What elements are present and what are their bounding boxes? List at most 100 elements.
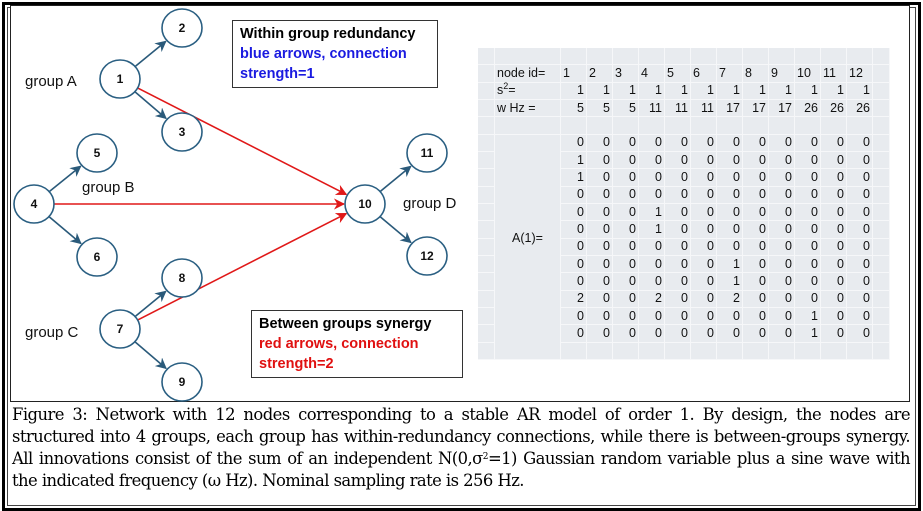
matrix-cell: 0 (638, 186, 665, 204)
matrix-cell: 0 (742, 290, 769, 308)
blank-cell (638, 116, 665, 135)
s2-cell: 1 (586, 82, 613, 100)
matrix-cell: 0 (586, 324, 613, 343)
matrix-cell: 0 (560, 186, 587, 204)
node-circle (76, 237, 118, 277)
matrix-cell: 0 (690, 134, 717, 152)
matrix-cell: 0 (690, 220, 717, 239)
matrix-cell: 0 (690, 324, 717, 343)
node-id-cell: 1 (560, 64, 587, 83)
tail-cell (872, 116, 890, 135)
gutter-cell (478, 255, 495, 274)
node-8: 8 (161, 258, 203, 298)
s2-label: s2= (494, 82, 561, 100)
gutter-cell (478, 324, 495, 343)
gutter-cell (478, 116, 495, 135)
matrix-cell: 0 (768, 186, 795, 204)
matrix-cell: 0 (716, 307, 743, 326)
w-hz-cell: 17 (716, 99, 743, 118)
matrix-cell: 0 (690, 151, 717, 170)
blank-cell (690, 48, 717, 66)
legend-within-line1: blue arrows, connection (240, 46, 407, 62)
gutter-cell (478, 64, 495, 83)
tail-cell (872, 324, 890, 343)
node-id-label: node id= (494, 64, 561, 83)
node-3: 3 (161, 112, 203, 152)
matrix-cell: 1 (716, 255, 743, 274)
matrix-cell: 0 (768, 307, 795, 326)
node-label: 3 (179, 125, 186, 139)
s2-cell: 1 (560, 82, 587, 100)
figure-caption: Figure 3: Network with 12 nodes correspo… (12, 404, 911, 492)
w-hz-cell: 11 (664, 99, 691, 118)
node-7: 7 (99, 309, 141, 349)
matrix-cell: 0 (820, 324, 847, 343)
matrix-cell: 0 (846, 151, 873, 170)
w-hz-cell: 26 (820, 99, 847, 118)
within-edge-1-2 (134, 40, 167, 67)
matrix-cell: 0 (664, 290, 691, 308)
matrix-cell: 1 (794, 324, 821, 343)
blank-cell (742, 342, 769, 361)
matrix-cell: 2 (638, 290, 665, 308)
matrix-cell: 0 (768, 151, 795, 170)
gutter-cell (478, 82, 495, 100)
s2-cell: 1 (846, 82, 873, 100)
legend-within-title: Within group redundancy (240, 26, 416, 42)
group-label-b: group B (82, 179, 135, 196)
matrix-cell: 0 (612, 324, 639, 343)
blank-cell (690, 342, 717, 361)
table-row-blank (478, 342, 890, 361)
tail-cell (872, 134, 890, 152)
group-label-d: group D (403, 195, 457, 212)
gutter-cell (478, 48, 495, 66)
node-label: 10 (358, 197, 372, 211)
label-cell (494, 48, 561, 66)
matrix-cell: 0 (820, 134, 847, 152)
matrix-cell: 0 (768, 238, 795, 256)
matrix-cell: 0 (690, 307, 717, 326)
blank-cell (664, 116, 691, 135)
blank-cell (612, 48, 639, 66)
matrix-cell: 0 (612, 168, 639, 187)
tail-cell (872, 99, 890, 118)
blank-cell (742, 48, 769, 66)
matrix-cell: 0 (820, 272, 847, 291)
matrix-cell: 0 (690, 255, 717, 274)
node-label: 4 (31, 197, 38, 211)
w-hz-cell: 5 (560, 99, 587, 118)
matrix-cell: 0 (586, 168, 613, 187)
table-row-blank (478, 48, 890, 66)
matrix-cell: 0 (664, 220, 691, 239)
node-label: 9 (179, 375, 186, 389)
matrix-cell: 0 (612, 220, 639, 239)
matrix-cell: 0 (742, 203, 769, 222)
w-hz-cell: 5 (586, 99, 613, 118)
node-id-cell: 6 (690, 64, 717, 83)
matrix-cell: 0 (690, 168, 717, 187)
blank-cell (638, 342, 665, 361)
tail-cell (872, 64, 890, 83)
node-circle (161, 362, 203, 402)
blank-cell (586, 48, 613, 66)
blank-cell (846, 116, 873, 135)
gutter-cell (478, 307, 495, 326)
legend-between-title: Between groups synergy (259, 316, 432, 332)
w-hz-cell: 26 (794, 99, 821, 118)
matrix-cell: 0 (638, 255, 665, 274)
s2-cell: 1 (612, 82, 639, 100)
node-id-cell: 3 (612, 64, 639, 83)
matrix-cell: 0 (794, 220, 821, 239)
matrix-cell: 0 (664, 151, 691, 170)
matrix-cell: 0 (794, 168, 821, 187)
matrix-cell: 1 (560, 168, 587, 187)
blank-cell (716, 48, 743, 66)
blank-cell (560, 116, 587, 135)
blank-cell (794, 48, 821, 66)
node-1: 1 (99, 59, 141, 99)
matrix-cell: 0 (612, 203, 639, 222)
